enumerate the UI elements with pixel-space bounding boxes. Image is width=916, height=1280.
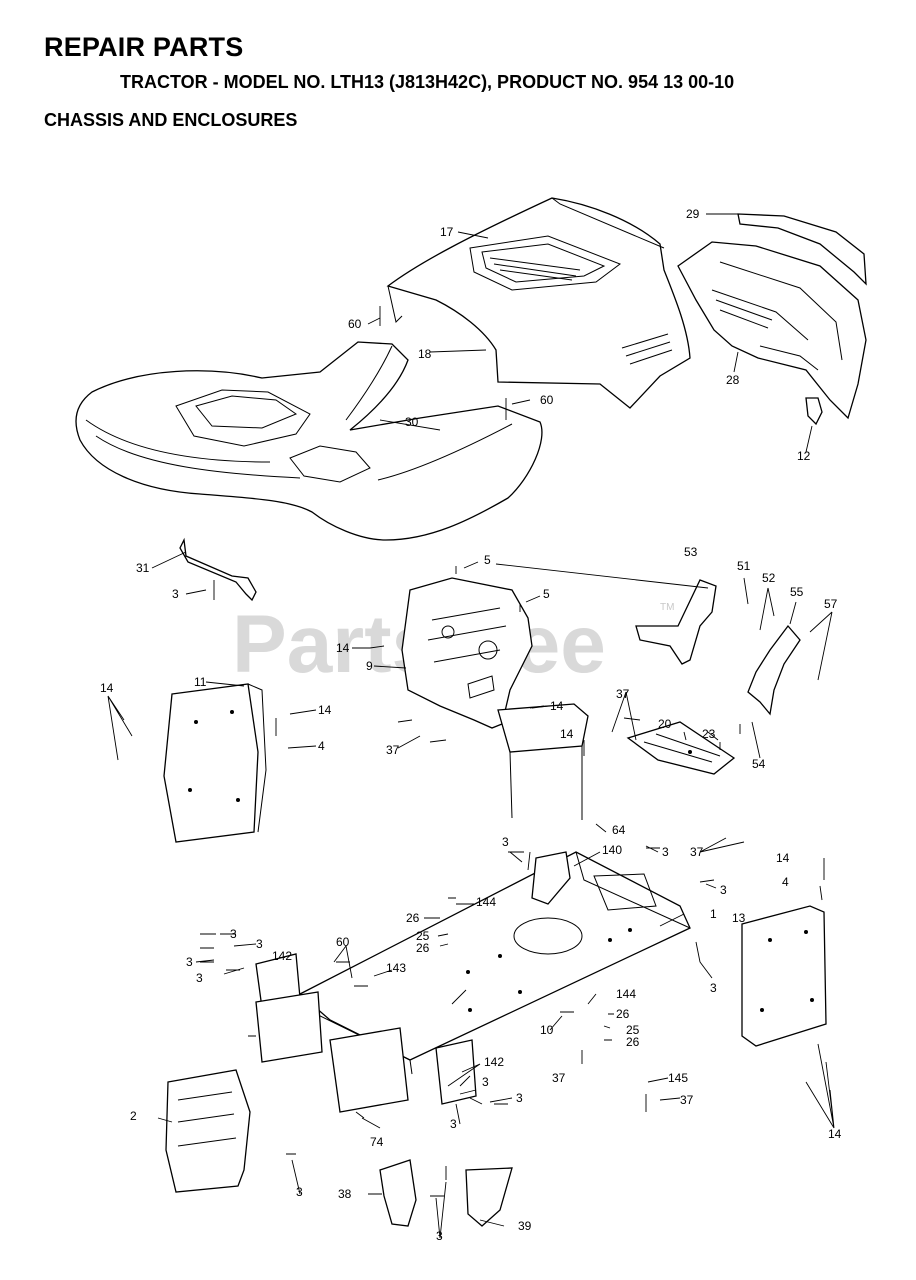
callout-53: 53	[684, 545, 698, 559]
callout-3: 3	[710, 981, 717, 995]
callout-13: 13	[732, 911, 746, 925]
callout-31: 31	[136, 561, 150, 575]
seat-bracket-part	[179, 537, 257, 602]
frame-plate-part	[255, 991, 323, 1063]
bracket-142-right-part	[435, 1039, 477, 1105]
callout-3: 3	[720, 883, 727, 897]
callout-37: 37	[552, 1071, 566, 1085]
callout-64: 64	[612, 823, 626, 837]
callout-30: 30	[405, 415, 419, 429]
callout-26: 26	[406, 911, 420, 925]
hood-part	[386, 197, 691, 409]
callout-52: 52	[762, 571, 776, 585]
callout-4: 4	[318, 739, 325, 753]
callout-1: 1	[710, 907, 717, 921]
callout-38: 38	[338, 1187, 352, 1201]
callout-25: 25	[626, 1023, 640, 1037]
plate-20-part	[626, 721, 736, 775]
callout-144: 144	[476, 895, 496, 909]
nose-grille-part	[677, 241, 867, 420]
callout-28: 28	[726, 373, 740, 387]
callout-55: 55	[790, 585, 804, 599]
callout-18: 18	[418, 347, 432, 361]
callout-3: 3	[502, 835, 509, 849]
callout-17: 17	[440, 225, 454, 239]
bracket-140-part	[531, 851, 571, 905]
callout-3: 3	[436, 1229, 443, 1243]
callout-29: 29	[686, 207, 700, 221]
callout-3: 3	[516, 1091, 523, 1105]
callout-14: 14	[550, 699, 564, 713]
callout-25: 25	[416, 929, 430, 943]
callout-14: 14	[560, 727, 574, 741]
callout-5: 5	[484, 553, 491, 567]
side-panel-left-part	[163, 683, 267, 843]
callout-37: 37	[680, 1093, 694, 1107]
callout-3: 3	[196, 971, 203, 985]
callout-37: 37	[386, 743, 400, 757]
callout-14: 14	[100, 681, 114, 695]
callout-142: 142	[484, 1055, 504, 1069]
callout-labels: 17 29 60 18 28 60 30 12 31 3 5 5 53 51 5…	[100, 207, 842, 1243]
callout-142: 142	[272, 949, 292, 963]
callout-10: 10	[540, 1023, 554, 1037]
callout-23: 23	[702, 727, 716, 741]
callout-3: 3	[450, 1117, 457, 1131]
bracket-53-part	[635, 579, 717, 665]
callout-3: 3	[482, 1075, 489, 1089]
bracket-38-part	[379, 1159, 417, 1227]
callout-26: 26	[626, 1035, 640, 1049]
watermark-tm: TM	[660, 602, 674, 613]
callout-26: 26	[416, 941, 430, 955]
dash-panel-part	[401, 577, 533, 729]
callout-3: 3	[296, 1185, 303, 1199]
callout-60: 60	[540, 393, 554, 407]
support-64-part	[497, 703, 589, 820]
callout-3: 3	[662, 845, 669, 859]
callout-14: 14	[318, 703, 332, 717]
callout-3: 3	[230, 927, 237, 941]
callout-14: 14	[336, 641, 350, 655]
side-panel-right-part	[741, 905, 827, 1047]
model-subtitle: TRACTOR - MODEL NO. LTH13 (J813H42C), PR…	[120, 72, 735, 92]
fender-part	[75, 341, 543, 541]
callout-9: 9	[366, 659, 373, 673]
callout-140: 140	[602, 843, 622, 857]
latch-part	[805, 397, 823, 426]
callout-39: 39	[518, 1219, 532, 1233]
callout-26: 26	[616, 1007, 630, 1021]
bracket-55-part	[747, 624, 801, 716]
callout-20: 20	[658, 717, 672, 731]
callout-37: 37	[690, 845, 704, 859]
hood-trim-part	[737, 213, 867, 286]
callout-12: 12	[797, 449, 811, 463]
callout-3: 3	[172, 587, 179, 601]
callout-54: 54	[752, 757, 766, 771]
frame-plate-lower-part	[329, 1027, 409, 1113]
callout-14: 14	[776, 851, 790, 865]
callout-51: 51	[737, 559, 751, 573]
callout-3: 3	[186, 955, 193, 969]
callout-74: 74	[370, 1135, 384, 1149]
callout-143: 143	[386, 961, 406, 975]
leader-lines	[107, 213, 835, 1239]
page-title: REPAIR PARTS	[44, 32, 244, 62]
callout-11: 11	[194, 675, 207, 689]
callout-144: 144	[616, 987, 636, 1001]
callout-145: 145	[668, 1071, 688, 1085]
callout-2: 2	[130, 1109, 137, 1123]
callout-57: 57	[824, 597, 838, 611]
bracket-39-part	[465, 1167, 513, 1227]
section-title: CHASSIS AND ENCLOSURES	[44, 110, 298, 130]
callout-5: 5	[543, 587, 550, 601]
front-plate-part	[165, 1069, 251, 1193]
callout-37: 37	[616, 687, 630, 701]
callout-60: 60	[348, 317, 362, 331]
callout-3: 3	[256, 937, 263, 951]
callout-14: 14	[828, 1127, 842, 1141]
callout-4: 4	[782, 875, 789, 889]
callout-60: 60	[336, 935, 350, 949]
